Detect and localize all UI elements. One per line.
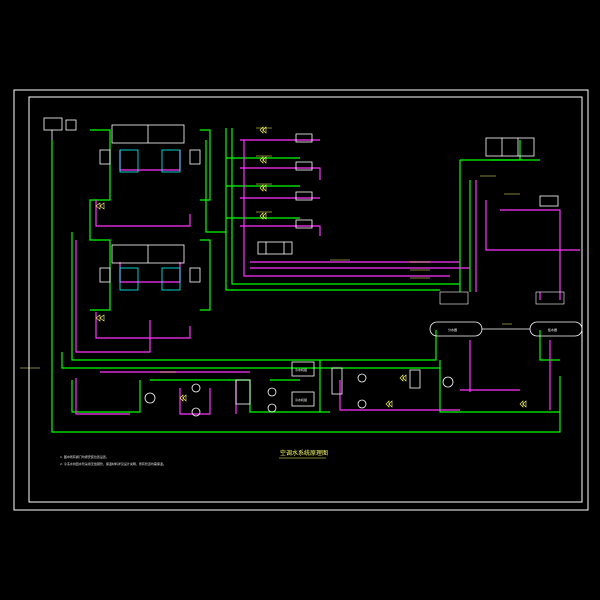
- chiller-2-label: 冷水机组: [295, 397, 307, 402]
- chiller-block-lower: [99, 244, 201, 291]
- pumps: [144, 373, 454, 417]
- supply-header-label: 分水器: [448, 327, 457, 332]
- pipe-headers: [429, 291, 583, 337]
- chiller-block-upper: [99, 124, 201, 173]
- heat-exchangers: [235, 367, 421, 405]
- note-1: 1. 图中所有阀门均按安装位置设置。: [60, 454, 109, 459]
- supply-pipes: [51, 128, 561, 433]
- air-handling-units: [257, 133, 559, 255]
- return-pipes: [75, 139, 580, 415]
- annotation-ticks: [20, 127, 520, 373]
- drawing-title: 空调水系统原理图: [280, 449, 328, 457]
- note-2: 2. 冷冻水供回水管采用无缝钢管，保温材料详见设计说明，所有管道均需保温。: [60, 461, 166, 466]
- valves: [95, 126, 527, 408]
- expansion-tank: [43, 117, 77, 140]
- outer-frame: [13, 89, 589, 511]
- chiller-1-label: 冷水机组: [295, 367, 307, 372]
- chillers-bottom: [291, 361, 315, 407]
- return-header-label: 集水器: [548, 327, 557, 332]
- inner-frame: [28, 96, 583, 503]
